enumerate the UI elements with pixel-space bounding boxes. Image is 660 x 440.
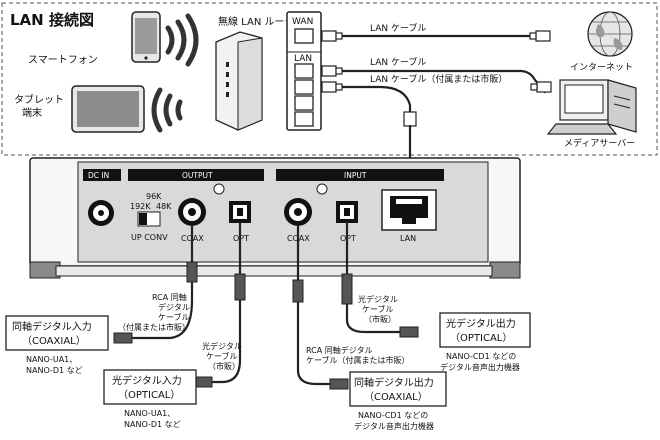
- coax-output-box-line1: 同軸デジタル出力: [354, 376, 434, 389]
- rca-output-cable-label-1: RCA 同軸: [152, 292, 187, 302]
- coax-output-box: [349, 371, 447, 407]
- rca-output-cable-label-2: デジタル: [158, 302, 190, 312]
- optical-output-box-line1: 光デジタル出力: [446, 317, 516, 330]
- indicator-dot: [316, 183, 328, 195]
- rca-input-cable-label-2: ケーブル（付属または市販）: [306, 355, 410, 365]
- router-label: 無線 LAN ルーター: [218, 15, 304, 28]
- optical-output-note-2: デジタル音声出力機器: [440, 362, 520, 372]
- opt-output-cable-label-2: ケーブル: [206, 351, 238, 361]
- wifi-signal-icon: [165, 13, 199, 67]
- coax-output-note-2: デジタル音声出力機器: [354, 421, 434, 431]
- optical-input-box-line1: 光デジタル入力: [112, 374, 182, 387]
- router-icon: [215, 31, 263, 131]
- coax-input-box-line1: 同軸デジタル入力: [12, 320, 92, 333]
- media-server-label: メディアサーバー: [564, 137, 635, 149]
- optical-cable-input: [345, 221, 404, 334]
- tablet-label-line2: 端末: [22, 106, 42, 119]
- rca-cable-output: [128, 224, 194, 340]
- rca-plug: [113, 261, 198, 344]
- opt-input-jack[interactable]: [336, 201, 358, 223]
- coax-output-box-line2: （COAXIAL）: [364, 391, 428, 403]
- input-header: [276, 169, 444, 181]
- rca-output-cable-label-3: ケーブル: [158, 312, 190, 322]
- internet-label: インターネット: [570, 62, 633, 73]
- lan-port[interactable]: [381, 189, 437, 231]
- output-header: [128, 169, 264, 181]
- lan-port-label: LAN: [400, 234, 416, 243]
- opt-output-jack[interactable]: [229, 201, 251, 223]
- opt-input-cable-label-2: ケーブル: [362, 304, 394, 314]
- wan-port-label: WAN: [292, 17, 313, 27]
- coax-input-box: [5, 315, 109, 351]
- coax-output-note-1: NANO-CD1 などの: [358, 411, 428, 420]
- lan-cable-label-1: LAN ケーブル: [370, 22, 426, 34]
- tablet-icon: [71, 85, 145, 133]
- dc-in-header: [83, 169, 121, 181]
- lan-cable-device: [320, 85, 412, 128]
- freq-48k-label: 48K: [156, 202, 172, 211]
- opt-output-cable-label-3: （市販）: [208, 361, 240, 371]
- optical-cable-output: [208, 221, 242, 384]
- coax-input-note-1: NANO-UA1、: [26, 355, 77, 364]
- optical-plug: [341, 273, 419, 338]
- opt-input-cable-label-3: （市販）: [364, 314, 396, 324]
- optical-input-box-line2: （OPTICAL）: [118, 389, 180, 401]
- lan-plug: [321, 30, 552, 127]
- dc-in-label: DC IN: [88, 171, 109, 180]
- freq-96k-label: 96K: [146, 192, 162, 201]
- dc-in-jack[interactable]: [88, 200, 114, 226]
- smartphone-icon: [131, 11, 161, 63]
- output-label: OUTPUT: [182, 171, 213, 180]
- rca-cable-input: [296, 224, 334, 386]
- smartphone-label: スマートフォン: [28, 55, 98, 66]
- diagram-title: LAN 接続図: [10, 11, 94, 29]
- input-label: INPUT: [344, 171, 367, 180]
- coax-output-jack[interactable]: [178, 198, 206, 226]
- lan-section-frame: [1, 2, 658, 156]
- coax-input-note-2: NANO-D1 など: [26, 366, 83, 375]
- media-server-icon: [546, 79, 637, 135]
- optical-input-box: [103, 369, 197, 405]
- freq-192k-label: 192K: [130, 202, 151, 211]
- optical-output-box: [439, 312, 531, 348]
- lan-cable-label-3: LAN ケーブル（付属または市販）: [370, 73, 507, 85]
- rca-output-cable-label-4: （付属または市販）: [118, 322, 190, 332]
- up-conv-label: UP CONV: [131, 233, 168, 242]
- lan-cable-media-server: [320, 69, 547, 94]
- opt-output-cable-label-1: 光デジタル: [202, 341, 242, 351]
- opt-input-cable-label-1: 光デジタル: [358, 294, 398, 304]
- optical-input-note-1: NANO-UA1、: [124, 409, 175, 418]
- coax-input-box-line2: （COAXIAL）: [22, 335, 86, 347]
- internet-globe-icon: [587, 11, 633, 57]
- router-port-panel: [286, 11, 322, 131]
- optical-output-box-line2: （OPTICAL）: [450, 332, 512, 344]
- indicator-dot: [213, 183, 225, 195]
- lan-port-label: LAN: [294, 54, 312, 64]
- optical-output-note-1: NANO-CD1 などの: [446, 352, 516, 361]
- wifi-signal-icon: [151, 87, 183, 133]
- up-conv-switch[interactable]: [137, 211, 161, 227]
- lan-cable-label-2: LAN ケーブル: [370, 56, 426, 68]
- tablet-label-line1: タブレット: [14, 93, 64, 106]
- rca-plug: [292, 279, 349, 390]
- rca-input-cable-label-1: RCA 同軸デジタル: [306, 345, 373, 355]
- coax-input-jack[interactable]: [284, 198, 312, 226]
- optical-input-note-2: NANO-D1 など: [124, 420, 181, 429]
